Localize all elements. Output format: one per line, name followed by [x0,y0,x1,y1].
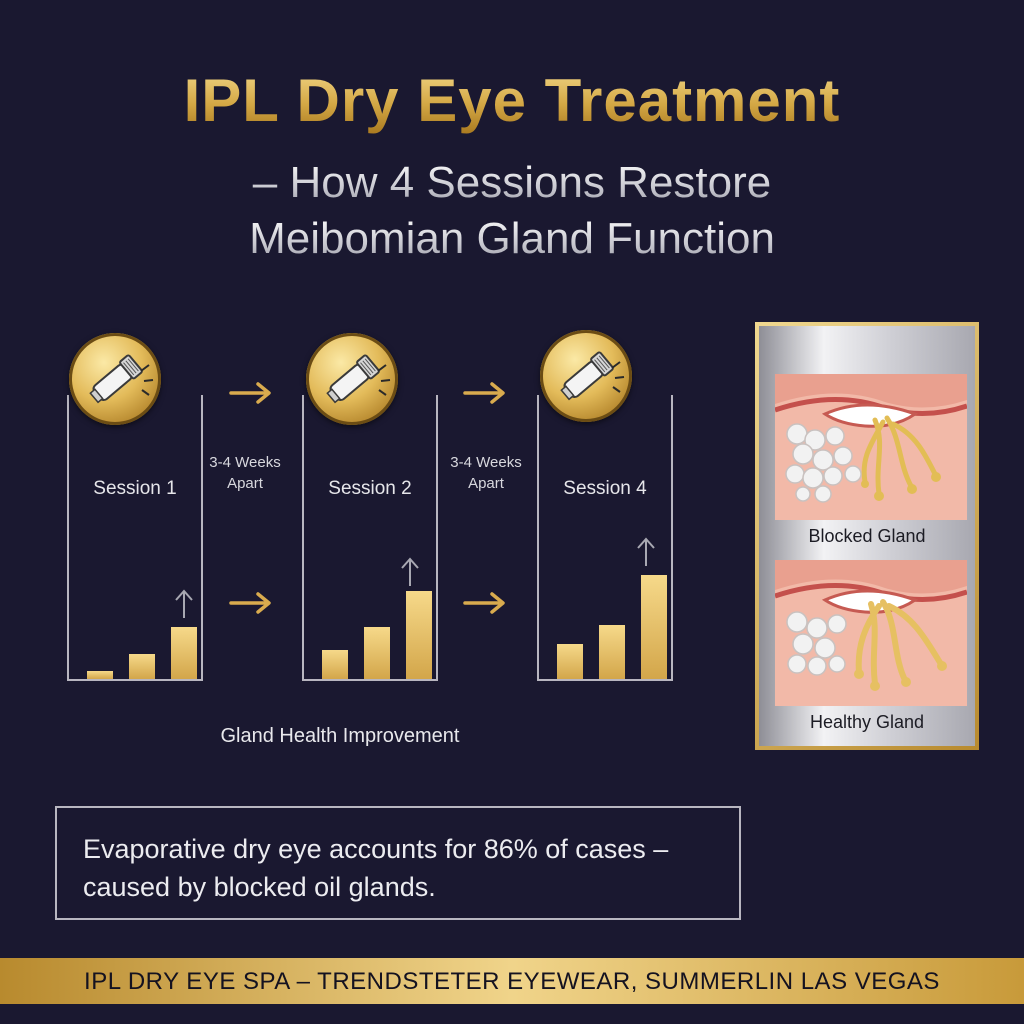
page-subtitle-line1: – How 4 Sessions Restore [0,158,1024,208]
up-arrow-icon [175,589,193,618]
session-panel-3 [537,395,673,681]
chart-caption: Gland Health Improvement [220,725,460,747]
session-label-1: Session 1 [93,478,177,499]
right-arrow-icon [229,382,271,404]
gland-health-bar [322,650,348,679]
right-arrow-icon [463,382,505,404]
healthy-gland-label: Healthy Gland [809,712,925,732]
blocked-gland-label: Blocked Gland [808,526,926,546]
gland-comparison-frame: Blocked Gland Healthy Gland [755,322,979,750]
footer-banner: IPL DRY EYE SPA – TRENDSTETER EYEWEAR, S… [0,958,1024,1004]
session-panel-1 [67,395,203,681]
ipl-handpiece-icon [306,333,398,425]
healthy-gland-illustration [775,560,967,706]
ipl-handpiece-icon [69,333,161,425]
session-label-2: Session 2 [328,478,412,499]
interval-label-1: 3-4 Weeks Apart [195,452,295,494]
gland-health-bar [87,671,113,679]
fact-line1: Evaporative dry eye accounts for 86% of … [83,834,669,864]
gland-health-bar [641,575,667,679]
interval-label-2-line2: Apart [468,475,504,492]
fact-text: Evaporative dry eye accounts for 86% of … [83,830,743,906]
up-arrow-icon [637,537,655,566]
interval-label-2-line1: 3-4 Weeks [450,454,522,471]
gland-health-bar [171,627,197,679]
gland-health-bar [364,627,390,679]
blocked-gland-illustration [775,374,967,520]
interval-label-2: 3-4 Weeks Apart [436,452,536,494]
up-arrow-icon [401,557,419,586]
ipl-handpiece-icon [540,330,632,422]
page-title: IPL Dry Eye Treatment [0,66,1024,135]
page-subtitle-line2: Meibomian Gland Function [0,214,1024,264]
footer-text: IPL DRY EYE SPA – TRENDSTETER EYEWEAR, S… [84,968,940,995]
gland-health-bar [406,591,432,679]
fact-box: Evaporative dry eye accounts for 86% of … [55,806,741,920]
session-label-3: Session 4 [563,478,647,499]
right-arrow-icon [229,592,271,614]
gland-health-bar [129,654,155,679]
fact-line2: caused by blocked oil glands. [83,872,436,902]
gland-health-bar [599,625,625,679]
interval-label-1-line2: Apart [227,475,263,492]
right-arrow-icon [463,592,505,614]
gland-health-bar [557,644,583,679]
session-panel-2 [302,395,438,681]
interval-label-1-line1: 3-4 Weeks [209,454,281,471]
